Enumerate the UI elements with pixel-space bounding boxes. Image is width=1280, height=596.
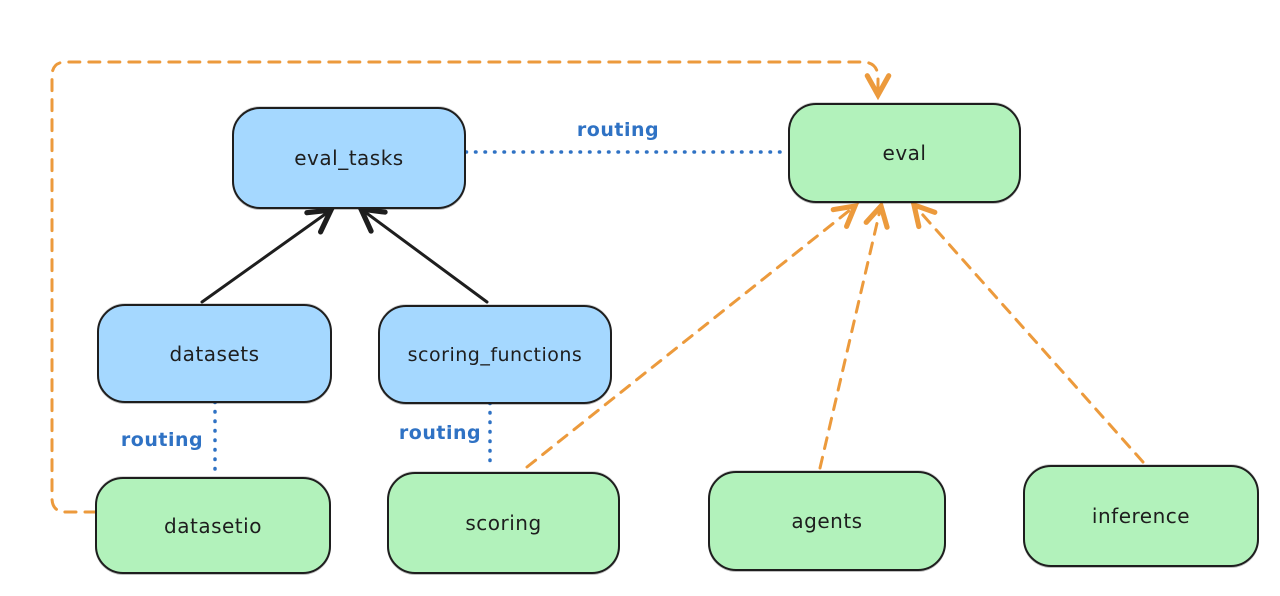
node-inference-label: inference <box>1091 504 1191 528</box>
edge-scoring-functions-to-eval-tasks <box>356 205 489 304</box>
edge-inference-to-eval <box>910 201 1145 464</box>
node-scoring-label: scoring <box>465 511 542 535</box>
edge-label-routing-scoring-functions-scoring: routing <box>398 422 482 444</box>
node-inference: inference <box>1023 465 1259 567</box>
node-eval-tasks-label: eval_tasks <box>294 146 404 170</box>
edge-agents-to-eval <box>818 200 890 470</box>
node-datasets-label: datasets <box>169 341 260 366</box>
node-eval-label: eval <box>882 141 927 165</box>
node-scoring-functions-label: scoring_functions <box>407 343 583 366</box>
node-datasets: datasets <box>97 304 332 403</box>
node-agents: agents <box>708 471 946 571</box>
node-datasetio-label: datasetio <box>164 513 262 538</box>
edge-label-routing-eval-tasks-eval: routing <box>576 119 660 141</box>
edge-scoring-to-eval <box>525 202 860 469</box>
edge-datasets-to-eval-tasks <box>200 206 336 304</box>
node-datasetio: datasetio <box>95 477 331 574</box>
edge-datasetio-to-eval <box>50 60 892 514</box>
edge-label-routing-datasets-datasetio: routing <box>120 429 204 451</box>
node-scoring: scoring <box>387 472 620 574</box>
node-eval-tasks: eval_tasks <box>232 107 466 209</box>
node-agents-label: agents <box>791 509 863 533</box>
node-eval: eval <box>788 103 1021 203</box>
node-scoring-functions: scoring_functions <box>378 305 612 404</box>
